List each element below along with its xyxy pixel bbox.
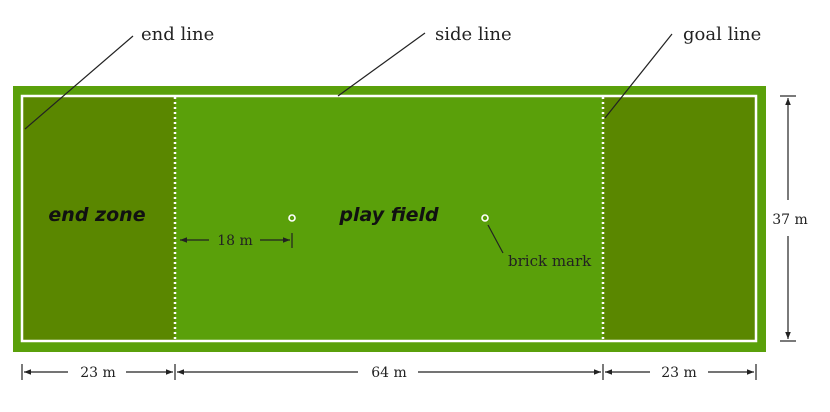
play-field-length-label: 64 m bbox=[371, 365, 407, 381]
end-zone-right-length-label: 23 m bbox=[661, 365, 697, 381]
side-line-label: side line bbox=[435, 24, 512, 45]
end-zone-label: end zone bbox=[48, 204, 145, 226]
brick-mark-label: brick mark bbox=[508, 252, 592, 270]
field-boundary-line bbox=[20, 94, 758, 343]
end-zone-left-area bbox=[23, 97, 175, 340]
brick-mark-left bbox=[288, 214, 296, 222]
goal-line-label: goal line bbox=[683, 24, 761, 45]
side-line-pointer bbox=[337, 32, 426, 97]
play-field-label: play field bbox=[338, 204, 439, 226]
brick-mark-pointer bbox=[487, 224, 504, 254]
brick-mark-right bbox=[481, 214, 489, 222]
end-line-label: end line bbox=[141, 24, 214, 45]
goal-line-pointer bbox=[604, 33, 673, 119]
brick-distance-label: 18 m bbox=[217, 233, 253, 249]
end-zone-right-area bbox=[603, 97, 755, 340]
end-line-pointer bbox=[24, 35, 134, 130]
end-zone-left-length-label: 23 m bbox=[80, 365, 116, 381]
width-label: 37 m bbox=[772, 212, 808, 228]
